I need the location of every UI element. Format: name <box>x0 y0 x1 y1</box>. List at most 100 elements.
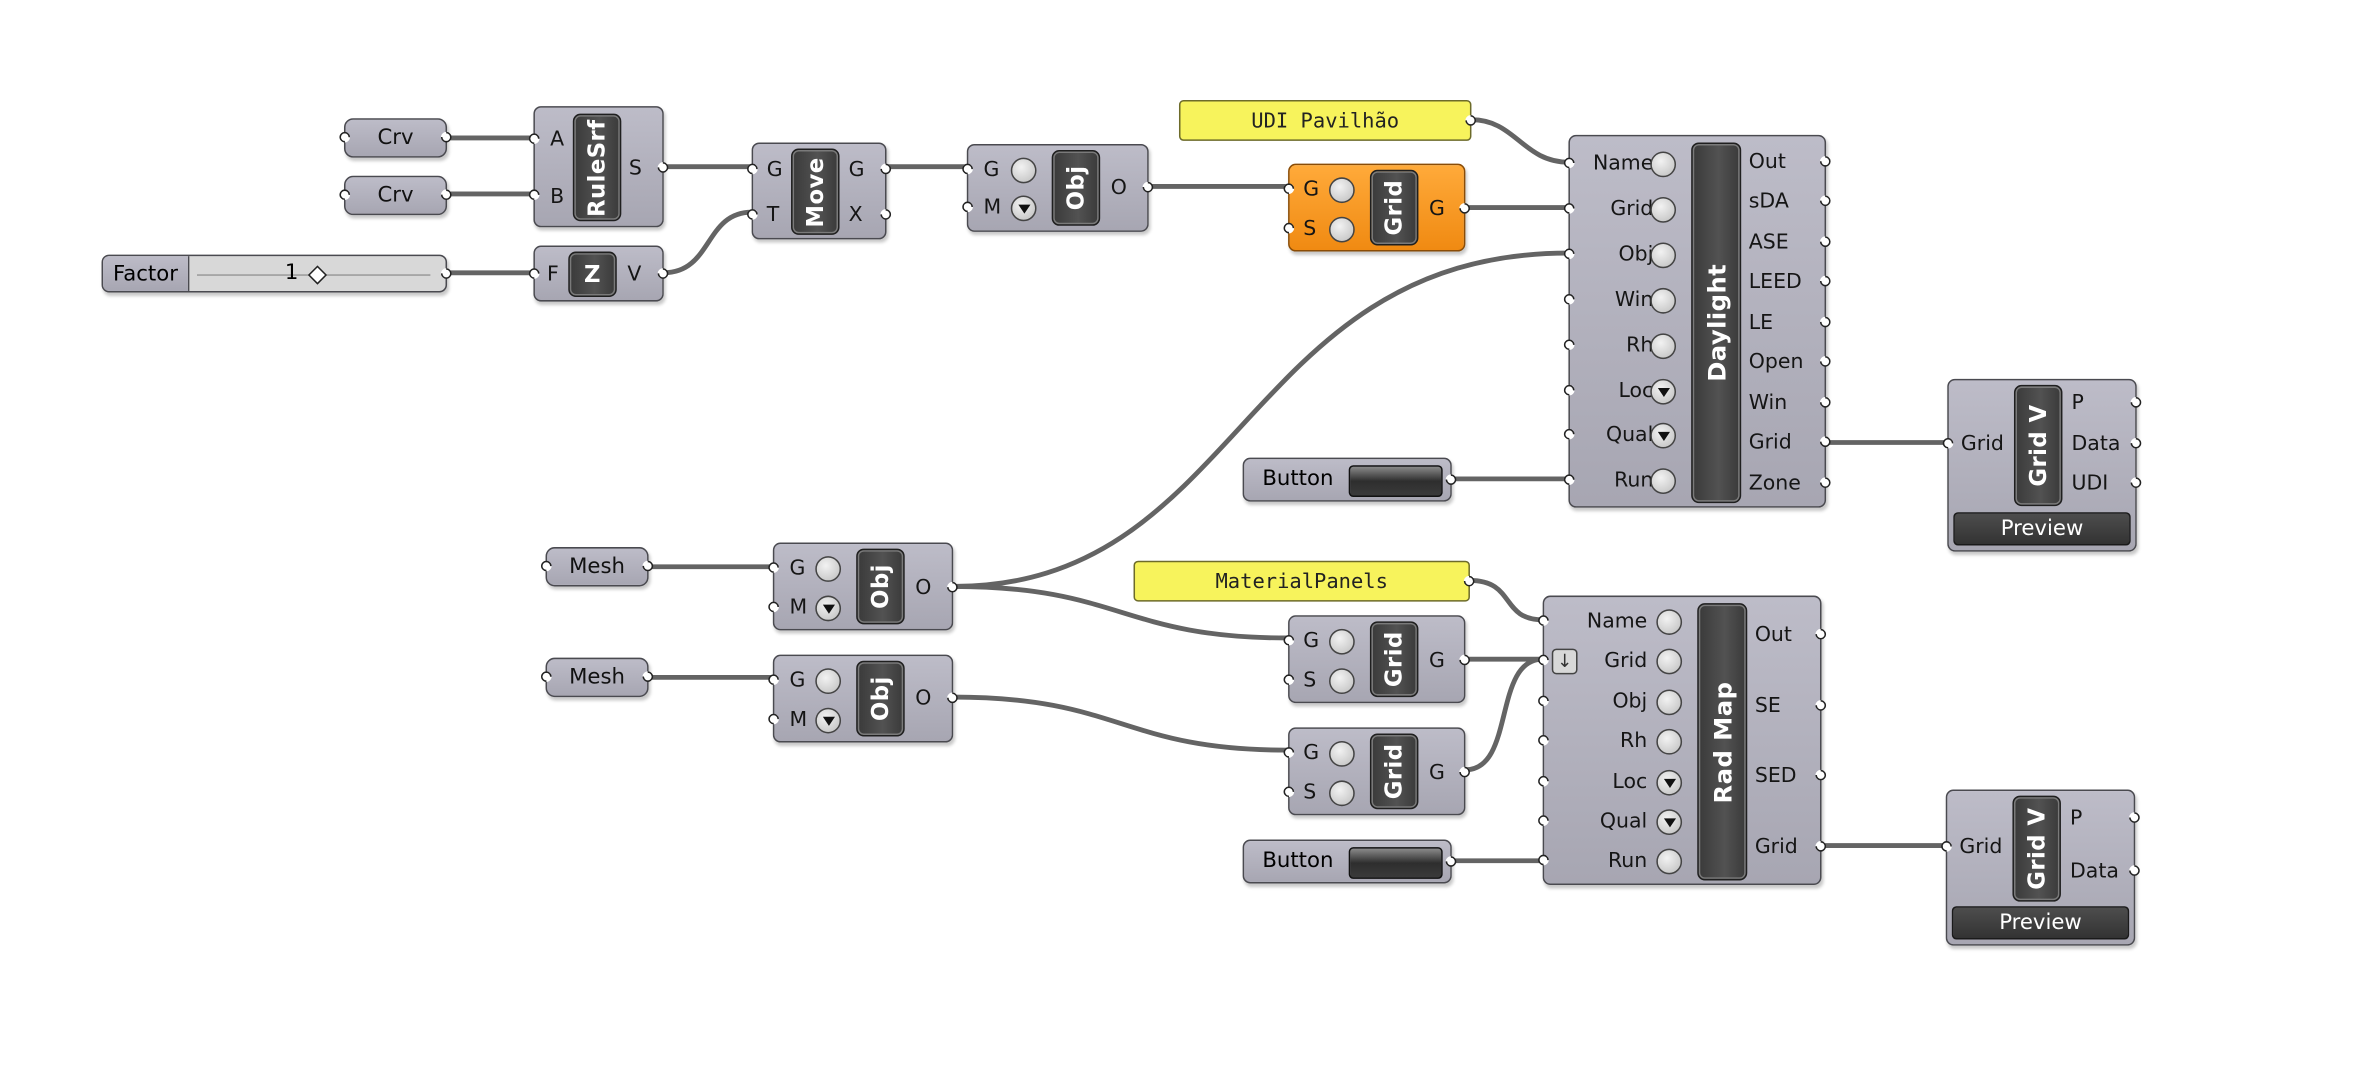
input-qual[interactable]: Qual <box>1599 809 1648 834</box>
output-zone[interactable]: Zone <box>1748 471 1801 496</box>
component-name-bar[interactable]: Obj <box>856 548 905 625</box>
mesh-param-2[interactable]: Mesh <box>538 657 656 698</box>
dropdown-icon[interactable] <box>815 707 842 734</box>
dropdown-icon[interactable] <box>1650 422 1677 449</box>
output-grid[interactable]: Grid <box>1754 834 1798 860</box>
input-s[interactable]: S <box>1303 668 1317 693</box>
rulesrf-component[interactable]: A B RuleSrf S <box>526 106 671 228</box>
udi-panel[interactable]: UDI Pavilhão <box>1178 100 1479 141</box>
input-grid[interactable]: Grid <box>1610 197 1654 222</box>
input-obj[interactable]: Obj <box>1618 242 1654 267</box>
output-data[interactable]: Data <box>2071 431 2121 457</box>
input-s[interactable]: S <box>1303 780 1317 805</box>
output-o[interactable]: O <box>915 575 932 601</box>
dropdown-icon[interactable] <box>1656 809 1683 835</box>
input-s[interactable]: S <box>1303 216 1317 241</box>
mesh-param-1[interactable]: Mesh <box>538 547 656 587</box>
input-m[interactable]: M <box>983 195 1002 220</box>
component-name-bar[interactable]: Rad Map <box>1697 603 1748 881</box>
material-panels-panel[interactable]: MaterialPanels <box>1133 560 1477 602</box>
dropdown-icon[interactable] <box>815 595 842 622</box>
input-g[interactable]: G <box>766 157 783 182</box>
input-g[interactable]: G <box>983 157 1000 182</box>
component-name-bar[interactable]: Grid V <box>2013 384 2063 507</box>
output-g[interactable]: G <box>848 157 865 182</box>
input-name[interactable]: Name <box>1586 609 1648 634</box>
input-m[interactable]: M <box>789 707 808 732</box>
object-component-mid-2[interactable]: G M Obj O <box>766 654 960 743</box>
component-name-bar[interactable]: Obj <box>1051 150 1101 226</box>
run-button-bottom[interactable]: Button <box>1242 839 1459 884</box>
output-p[interactable]: P <box>2071 390 2084 416</box>
input-f[interactable]: F <box>547 262 559 287</box>
component-name-bar[interactable]: Grid <box>1369 733 1419 810</box>
output-g[interactable]: G <box>1429 648 1445 673</box>
input-run[interactable]: Run <box>1608 848 1648 873</box>
radmap-component[interactable]: Name ↓ Grid Obj Rh Loc Qual Run Rad Map … <box>1535 595 1829 885</box>
button-face[interactable] <box>1348 847 1443 879</box>
output-v[interactable]: V <box>627 262 642 287</box>
output-o[interactable]: O <box>915 686 932 711</box>
output-open[interactable]: Open <box>1748 350 1804 375</box>
factor-slider[interactable]: Factor 1 <box>101 254 454 293</box>
input-rh[interactable]: Rh <box>1620 728 1648 754</box>
input-g[interactable]: G <box>1303 177 1320 202</box>
preview-button[interactable]: Preview <box>1953 512 2131 546</box>
output-le[interactable]: LE <box>1748 310 1774 335</box>
output-sed[interactable]: SED <box>1754 763 1797 789</box>
input-grid[interactable]: Grid <box>1959 834 2003 860</box>
output-out[interactable]: Out <box>1754 622 1792 648</box>
output-se[interactable]: SE <box>1754 694 1781 719</box>
grid-component-mid-1[interactable]: G S Grid G <box>1281 615 1473 704</box>
component-name-bar[interactable]: Grid <box>1369 169 1419 246</box>
input-g[interactable]: G <box>1303 741 1320 766</box>
input-g[interactable]: G <box>789 556 806 581</box>
button-face[interactable] <box>1348 465 1443 498</box>
input-t[interactable]: T <box>766 203 780 228</box>
input-loc[interactable]: Loc <box>1618 378 1654 404</box>
output-g[interactable]: G <box>1429 197 1445 222</box>
output-o[interactable]: O <box>1110 175 1127 201</box>
output-udi[interactable]: UDI <box>2071 471 2109 496</box>
curve-param-1[interactable]: Crv <box>337 118 454 158</box>
dropdown-icon[interactable] <box>1656 769 1683 796</box>
move-component[interactable]: G T Move G X <box>744 142 894 240</box>
input-win[interactable]: Win <box>1614 287 1654 313</box>
output-g[interactable]: G <box>1429 760 1445 785</box>
output-p[interactable]: P <box>2070 806 2083 831</box>
grid-viewer-bottom[interactable]: Grid Grid V P Data Preview <box>1939 789 2142 946</box>
input-g[interactable]: G <box>1303 628 1320 654</box>
component-name-bar[interactable]: Daylight <box>1691 142 1742 504</box>
component-name-bar[interactable]: Obj <box>856 660 905 737</box>
output-x[interactable]: X <box>848 203 863 228</box>
output-ase[interactable]: ASE <box>1748 230 1789 255</box>
unit-z-component[interactable]: F Z V <box>526 245 671 302</box>
grid-component-top[interactable]: G S Grid G <box>1281 163 1473 252</box>
input-run[interactable]: Run <box>1614 468 1654 493</box>
component-name-bar[interactable]: Grid V <box>2012 795 2061 902</box>
object-component-mid-1[interactable]: G M Obj O <box>766 542 960 631</box>
input-m[interactable]: M <box>789 595 808 620</box>
output-win[interactable]: Win <box>1748 390 1788 416</box>
input-a[interactable]: A <box>550 127 565 152</box>
flatten-arrow-icon[interactable]: ↓ <box>1551 648 1578 675</box>
component-name-bar[interactable]: RuleSrf <box>572 113 622 222</box>
input-name[interactable]: Name <box>1592 151 1654 176</box>
component-name-bar[interactable]: Z <box>568 251 617 298</box>
dropdown-icon[interactable] <box>1650 378 1677 405</box>
output-sda[interactable]: sDA <box>1748 189 1789 214</box>
component-name-bar[interactable]: Move <box>791 148 840 235</box>
grid-component-mid-2[interactable]: G S Grid G <box>1281 727 1473 816</box>
grid-viewer-top[interactable]: Grid Grid V P Data UDI Preview <box>1940 378 2144 552</box>
slider-knob[interactable] <box>307 265 328 285</box>
run-button-top[interactable]: Button <box>1242 457 1459 502</box>
component-name-bar[interactable]: Grid <box>1369 621 1419 698</box>
input-grid[interactable]: Grid <box>1960 431 2004 457</box>
input-qual[interactable]: Qual <box>1605 422 1654 448</box>
dropdown-icon[interactable] <box>1010 195 1037 222</box>
preview-button[interactable]: Preview <box>1951 906 2130 940</box>
output-leed[interactable]: LEED <box>1748 269 1802 294</box>
input-g[interactable]: G <box>789 668 806 693</box>
input-rh[interactable]: Rh <box>1626 333 1654 358</box>
